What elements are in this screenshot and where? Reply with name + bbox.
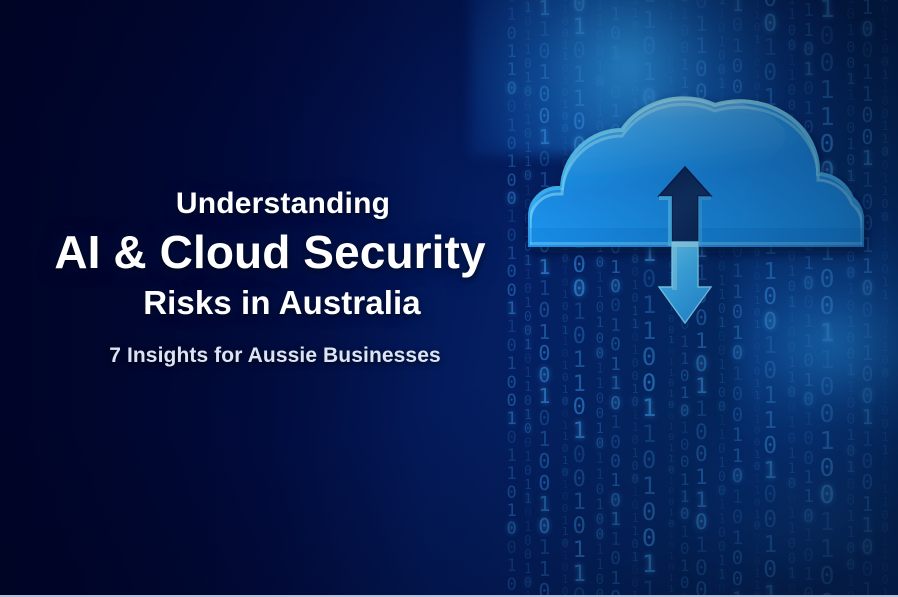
upload-arrow-icon <box>657 165 713 247</box>
tagline-text: 7 Insights for Aussie Businesses <box>109 344 441 368</box>
download-arrow-icon <box>657 241 713 325</box>
page-title: AI & Cloud Security <box>54 225 486 278</box>
title-group: Understanding AI & Cloud Security Risks … <box>0 186 520 370</box>
kicker-text: Understanding <box>175 187 391 220</box>
cloud-transfer-arrows <box>640 150 760 340</box>
subtitle-text: Risks in Australia <box>143 283 421 321</box>
